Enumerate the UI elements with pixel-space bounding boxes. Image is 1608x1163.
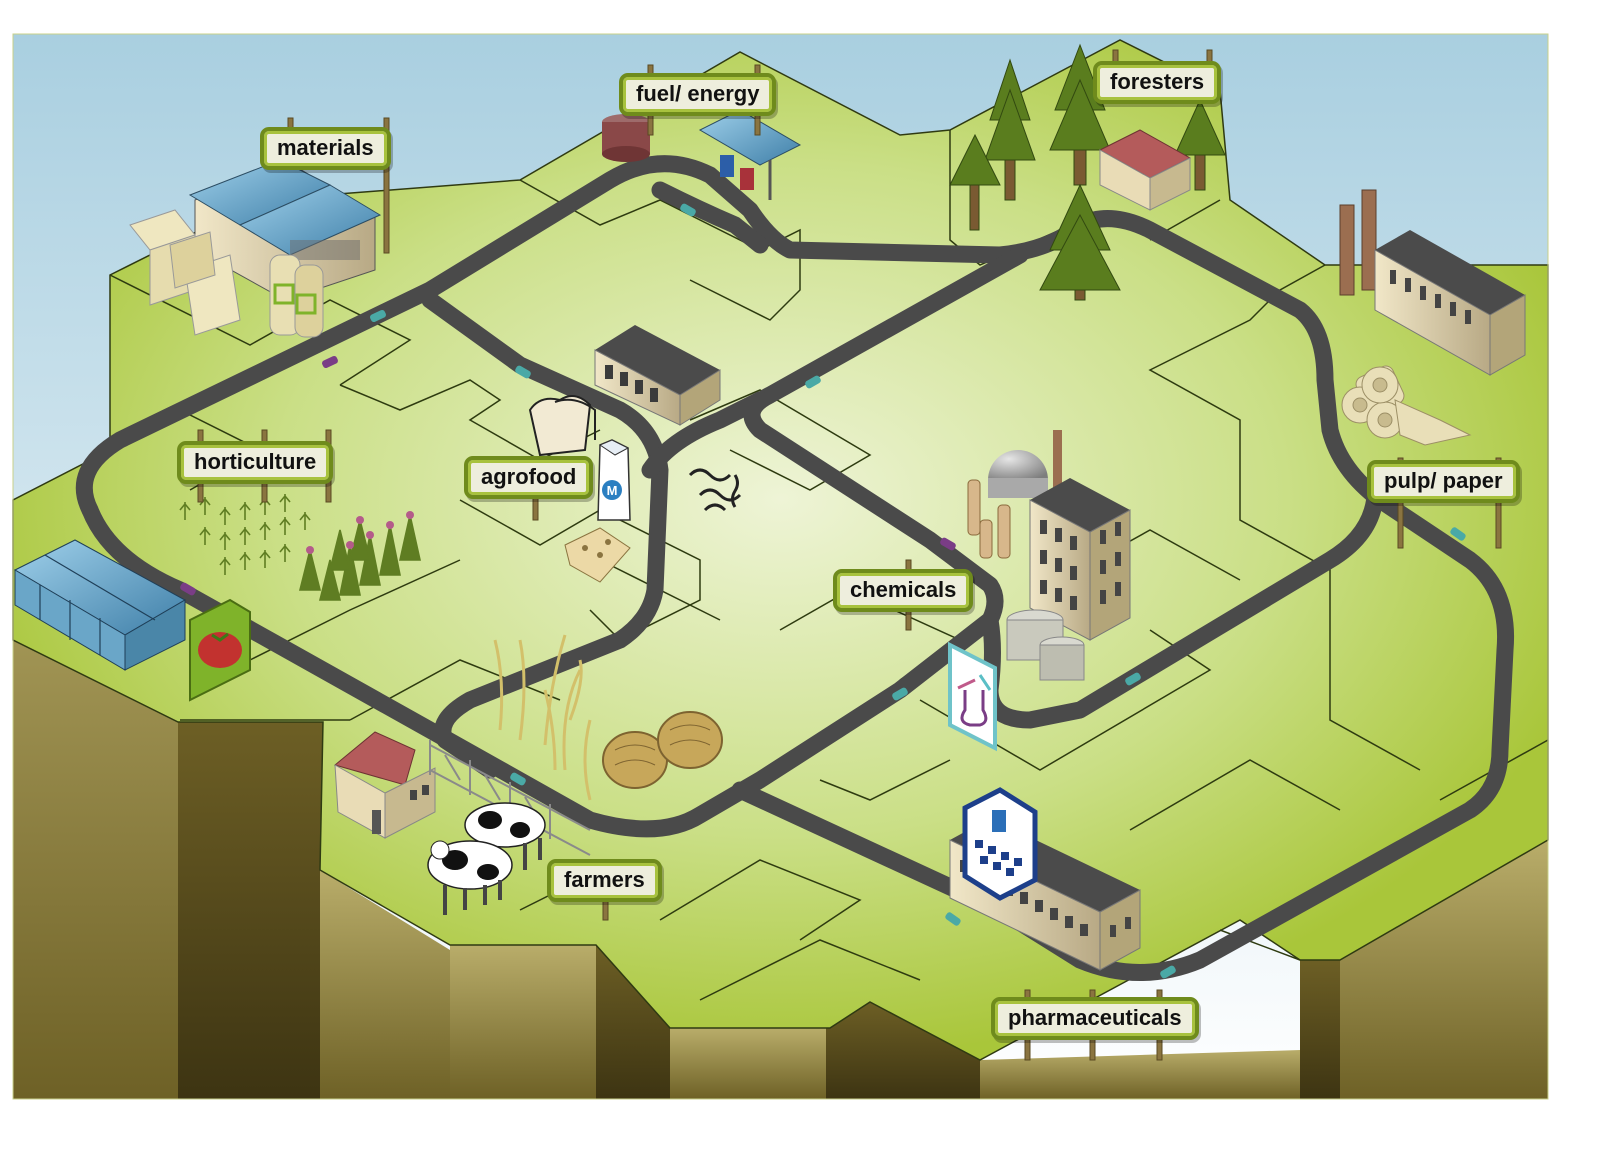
sign-pulp-paper: pulp/ paper: [1367, 460, 1520, 503]
sign-chemicals: chemicals: [833, 569, 974, 612]
sign-pharmaceuticals: pharmaceuticals: [991, 997, 1199, 1040]
sign-fuel-energy: fuel/ energy: [619, 73, 777, 116]
hay-bales-icon: [602, 711, 723, 789]
dna-icon: [688, 468, 742, 512]
map-frame: [12, 33, 1549, 1100]
barn-icon: [333, 731, 436, 839]
forest-trees-icon: [949, 43, 1226, 301]
cheese-icon: [564, 527, 631, 583]
milk-carton-letter: M: [607, 483, 618, 498]
sign-materials: materials: [260, 127, 391, 170]
cars: [180, 203, 1466, 979]
paper-mill-icon: [1339, 189, 1526, 446]
cliff-faces: [13, 420, 1548, 1099]
materials-warehouse-icon: [129, 159, 382, 338]
greenhouse-icon: [13, 539, 187, 671]
fuel-station-icon: [602, 109, 802, 200]
pharma-building-icon: [949, 787, 1141, 971]
lab-flask-sign-icon: [948, 641, 997, 752]
milk-carton-icon: M: [597, 439, 631, 521]
road-network: [75, 155, 1515, 981]
cows-icon: [427, 802, 546, 915]
sign-agrofood: agrofood: [464, 456, 594, 499]
sign-foresters: foresters: [1093, 61, 1222, 104]
sign-farmers: farmers: [547, 859, 662, 902]
crop-plants-icon: [179, 494, 421, 601]
wheat-icon: [493, 634, 592, 801]
bread-icon: [528, 395, 596, 457]
agrofood-building-icon: [594, 325, 721, 426]
sign-horticulture: horticulture: [177, 441, 334, 484]
tomato-sign-icon: [189, 598, 251, 702]
chemical-plant-icon: [967, 430, 1131, 681]
